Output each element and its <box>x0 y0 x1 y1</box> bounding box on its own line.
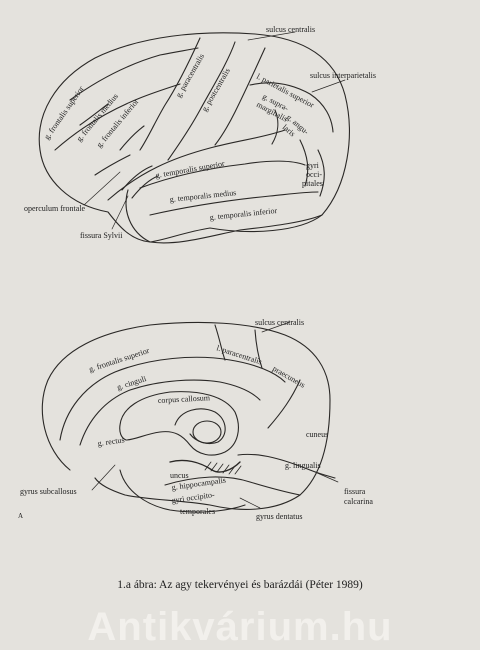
label-gyri-occipitales-1: gyri <box>306 161 320 170</box>
sulcus-praecentralis-line <box>139 37 201 151</box>
sulcus-paracentralis-line <box>214 324 263 369</box>
sulcus-interparietalis-line <box>249 82 334 133</box>
label-temporalis-inferior: g. temporalis inferior <box>209 206 278 222</box>
thalamus-shape <box>192 420 222 444</box>
label-cuneus: cuneus <box>306 430 328 439</box>
sulcus-callosomarginalis-line <box>79 379 261 446</box>
watermark-text: Antikvárium.hu <box>87 605 393 649</box>
sulcus-postcentralis-line <box>214 47 266 146</box>
label-fissura-calcarina-1: fissura <box>344 487 366 496</box>
label-fissura-calcarina-2: calcarina <box>344 497 373 506</box>
sulcus-centralis-line <box>167 41 236 161</box>
label-frontalis-superior-medial: g. frontalis superior <box>88 346 151 374</box>
label-temporalis-superior: g. temporalis superior <box>155 159 226 180</box>
label-gyrus-dentatus: gyrus dentatus <box>256 512 302 521</box>
temporal-medial-outline <box>119 469 246 513</box>
sulcus-temporalis-inferior-line <box>149 191 319 216</box>
lateral-brain-diagram <box>38 31 350 244</box>
sulcus-temporalis-superior-line <box>139 160 306 189</box>
label-rectus: g. rectus <box>97 435 125 448</box>
label-sulcus-centralis-medial: sulcus centralis <box>255 318 304 327</box>
frontal-minor-sulci <box>79 103 145 176</box>
sulcus-cinguli-line <box>59 356 286 441</box>
label-postcentralis: g. postcentralis <box>200 67 232 113</box>
medial-labels: sulcus centralis g. frontalis superior l… <box>18 318 373 521</box>
corpus-callosum-outline <box>119 391 239 456</box>
operculum-sulci <box>121 165 159 199</box>
lateral-brain-outline <box>38 32 350 243</box>
medial-brain-outline <box>41 321 331 510</box>
medial-brain-diagram <box>41 321 339 513</box>
fissura-calcarina-line <box>237 453 336 479</box>
label-paracentralis-medial: l. paracentralis <box>215 343 263 366</box>
label-frontalis-medius: g. frontalis medius <box>75 92 120 144</box>
label-gyrus-subcallosus: gyrus subcallosus <box>20 487 77 496</box>
label-uncus: uncus <box>170 471 189 480</box>
label-gyri-occipitotemporales-2: temporales <box>180 507 215 516</box>
label-lingualis: g. lingualis <box>285 461 321 470</box>
sulcus-parietooccipitalis-line <box>267 379 301 429</box>
label-gyri-occipitales-2: occi- <box>306 170 322 179</box>
temporal-lobe-outline <box>125 189 323 244</box>
label-praecuneus: praecuneus <box>271 364 307 390</box>
fissura-sylvii-line <box>107 129 286 201</box>
label-fissura-sylvii: fissura Sylvii <box>80 231 123 240</box>
label-corpus-callosum: corpus callosum <box>158 393 211 405</box>
sulcus-frontalis-superior-line <box>69 47 199 101</box>
leader-lines-medial <box>91 321 339 509</box>
label-gyri-occipitales-3: pitales <box>302 179 323 188</box>
sulcus-frontalis-inferior-line <box>54 83 181 151</box>
label-sulcus-centralis-lateral: sulcus centralis <box>266 25 315 34</box>
sulcus-collateralis-line <box>164 476 301 496</box>
figure-caption: 1.a ábra: Az agy tekervényei és barázdái… <box>117 579 363 591</box>
fornix-inner-outline <box>174 408 226 445</box>
parieto-occipital-lines <box>271 109 325 197</box>
hippocampal-hatch <box>204 461 242 475</box>
label-operculum-frontale: operculum frontale <box>24 204 86 213</box>
leader-lines-lateral <box>83 31 346 230</box>
label-sulcus-interparietalis: sulcus interparietalis <box>310 71 376 80</box>
panel-letter: A <box>18 512 23 520</box>
